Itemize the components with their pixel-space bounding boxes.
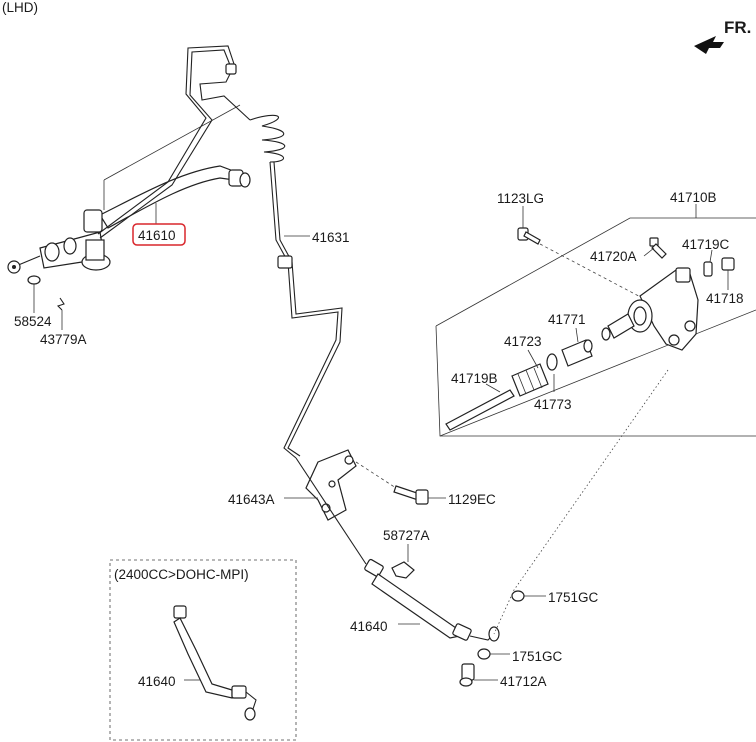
label-1751GC-lower[interactable]: 1751GC (512, 649, 563, 664)
variant-label: (LHD) (2, 0, 38, 15)
label-1129EC[interactable]: 1129EC (448, 492, 496, 507)
bolt-1123LG (517, 227, 541, 245)
piston-cup-41773 (546, 353, 558, 371)
label-41643A[interactable]: 41643A (228, 492, 275, 507)
label-58727A[interactable]: 58727A (383, 528, 430, 543)
label-41712A[interactable]: 41712A (500, 674, 547, 689)
label-41718[interactable]: 41718 (706, 291, 744, 306)
label-58524[interactable]: 58524 (14, 314, 52, 329)
piston-41723 (561, 339, 593, 367)
clutch-hose-41640 (295, 457, 500, 642)
spring-boot (511, 363, 549, 397)
gasket-1751GC-lower (477, 648, 491, 660)
label-41771[interactable]: 41771 (548, 312, 586, 327)
label-41631[interactable]: 41631 (312, 230, 350, 245)
label-41640-inset[interactable]: 41640 (138, 674, 176, 689)
clutch-tube-41631 (97, 45, 343, 459)
label-41610[interactable]: 41610 (138, 228, 176, 243)
label-1123LG[interactable]: 1123LG (497, 191, 544, 206)
inset-title: (2400CC>DOHC-MPI) (114, 567, 249, 582)
bleeder-cap-41719C (703, 261, 713, 277)
push-rod-41719B (445, 389, 515, 431)
label-41773[interactable]: 41773 (534, 397, 572, 412)
label-41640-main[interactable]: 41640 (350, 619, 388, 634)
label-41710B[interactable]: 41710B (670, 190, 717, 205)
washer-58524 (27, 275, 41, 285)
direction-label: FR. (724, 18, 751, 37)
front-arrow-icon (694, 36, 724, 54)
highlight-box-41610 (132, 223, 186, 246)
label-43779A[interactable]: 43779A (40, 332, 87, 347)
bolt-41712A (459, 663, 475, 687)
label-41720A[interactable]: 41720A (590, 249, 637, 264)
bleeder-screw-41720A (649, 237, 667, 259)
label-41719B[interactable]: 41719B (451, 371, 498, 386)
assembly-frame-bottom (439, 309, 756, 437)
release-cylinder (627, 267, 699, 351)
label-41723[interactable]: 41723 (504, 334, 542, 349)
label-41719C[interactable]: 41719C (682, 237, 730, 252)
bolt-1129EC (393, 485, 429, 505)
inset-frame (109, 559, 297, 741)
clip-41718 (721, 257, 735, 271)
boot-41771 (601, 313, 635, 341)
bracket-41643A (305, 449, 357, 521)
clutch-hose-41640-alt (173, 605, 257, 721)
gasket-1751GC-upper (511, 590, 525, 602)
assembly-frame-top (435, 217, 756, 327)
label-1751GC-upper[interactable]: 1751GC (548, 590, 599, 605)
clutch-master-cylinder (7, 165, 251, 274)
clip-43779A (56, 297, 65, 311)
clip-58727A (391, 561, 415, 579)
